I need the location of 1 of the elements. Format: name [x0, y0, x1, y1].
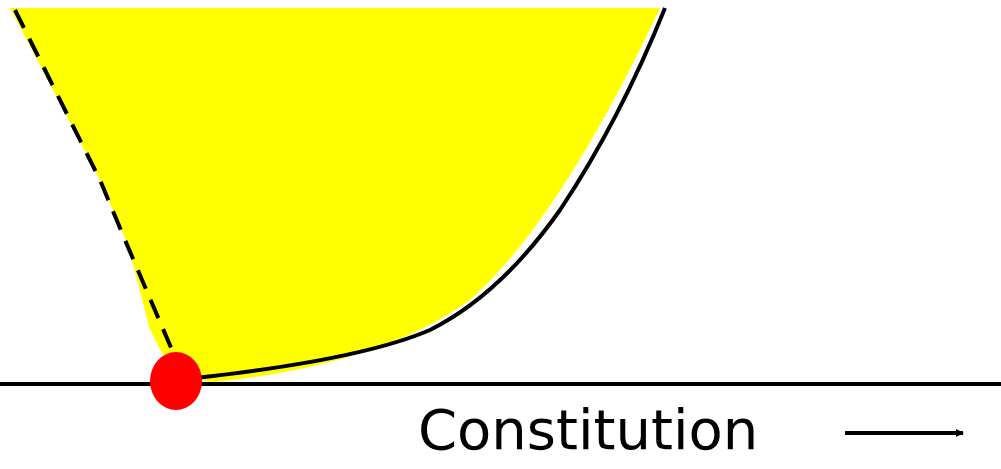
axis-label: Constitution — [418, 398, 759, 462]
